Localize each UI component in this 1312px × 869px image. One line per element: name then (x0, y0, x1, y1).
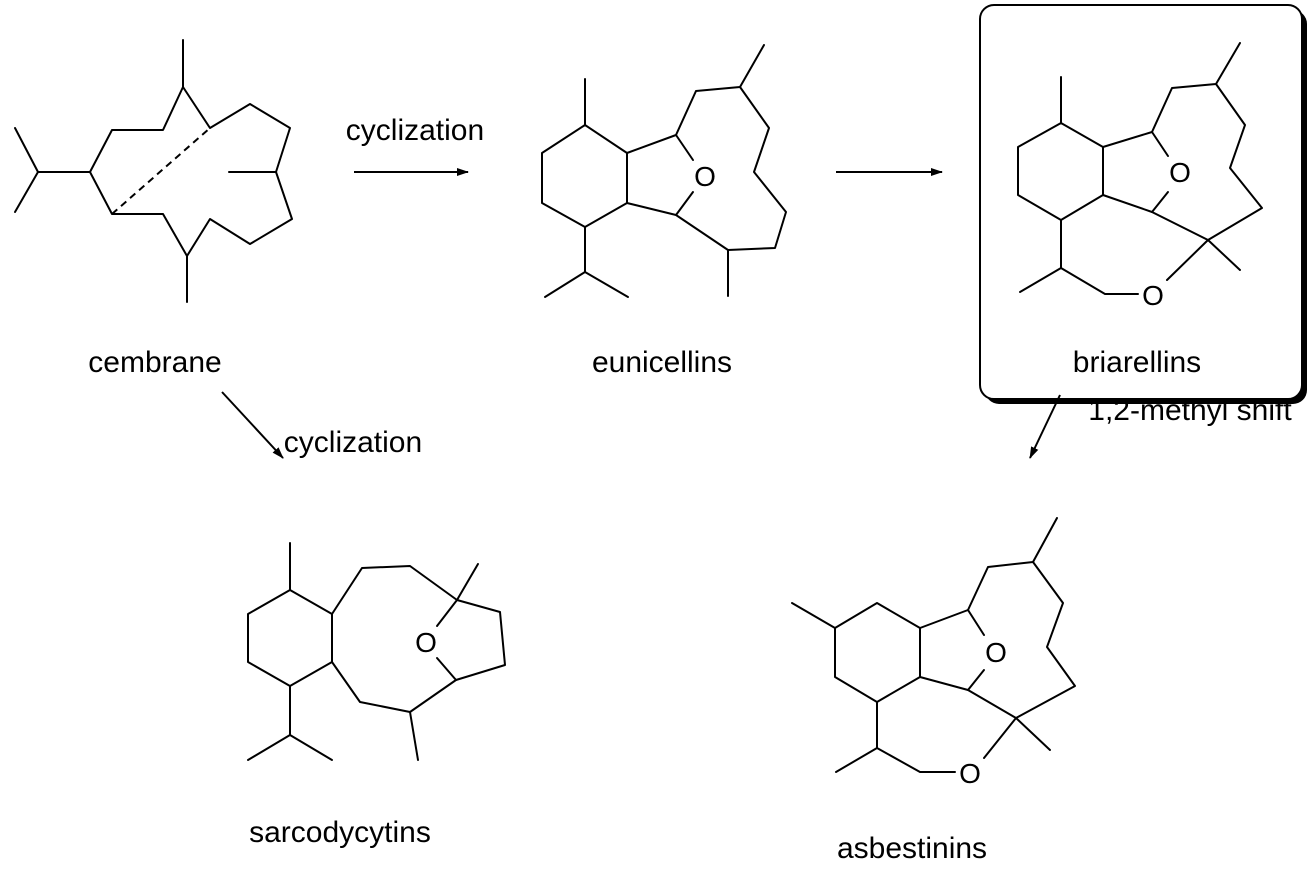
briarellins-label: briarellins (1073, 346, 1201, 379)
arrow-methyl-shift (1029, 394, 1061, 459)
asbestinins-structure (791, 517, 1076, 773)
sarcodycytins-oxygen: O (415, 627, 437, 658)
briarellins-oxygen-2: O (1142, 280, 1164, 311)
cembrane-label: cembrane (88, 346, 221, 379)
cembrane-structure (14, 39, 293, 303)
asbestinins-label: asbestinins (837, 832, 987, 865)
eunicellins-structure (541, 44, 787, 298)
arrow-cyclization-2 (221, 391, 284, 459)
eunicellins-oxygen: O (694, 161, 716, 192)
sarcodycytins-label: sarcodycytins (249, 816, 431, 849)
asbestinins-oxygen-1: O (985, 637, 1007, 668)
briarellins-oxygen-1: O (1169, 157, 1191, 188)
eunicellins-label: eunicellins (592, 346, 732, 379)
briarellins-structure (1017, 42, 1263, 295)
reaction-label-methyl-shift: 1,2-methyl shift (1088, 394, 1292, 427)
reaction-label-cyclization-1: cyclization (346, 114, 484, 147)
reaction-label-cyclization-2: cyclization (284, 426, 422, 459)
sarcodycytins-structure (247, 542, 506, 761)
asbestinins-oxygen-2: O (959, 758, 981, 789)
